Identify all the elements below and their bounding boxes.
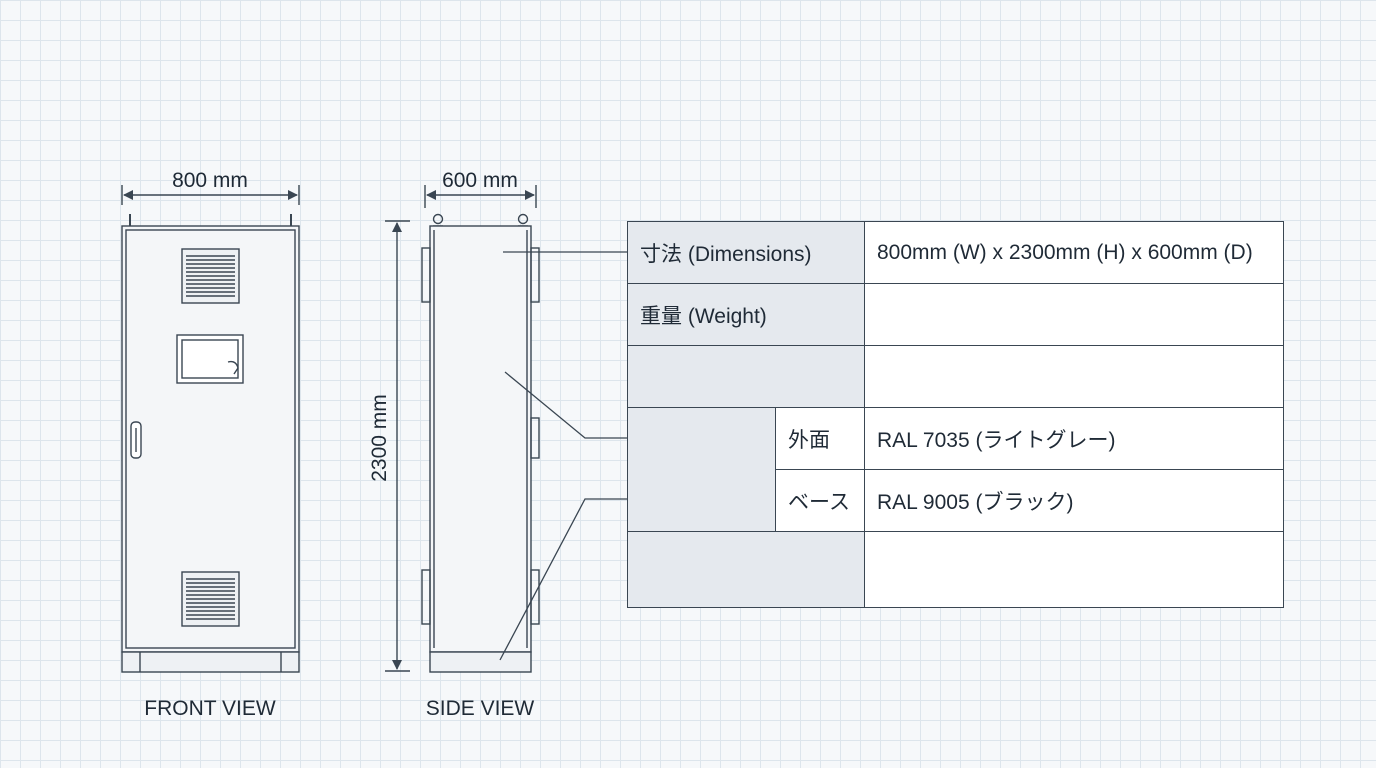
side-cabinet-body <box>429 225 532 653</box>
front-plinth <box>121 651 300 673</box>
front-door-handle <box>130 421 142 459</box>
front-door-outline <box>125 229 296 649</box>
row6-label <box>627 531 865 608</box>
spec-table: 寸法 (Dimensions) 800mm (W) x 2300mm (H) x… <box>627 221 1284 608</box>
exterior-label: 外面 <box>775 407 865 470</box>
side-lifting-eye-left <box>432 213 444 225</box>
table-row-6 <box>627 531 1284 608</box>
dimensions-value: 800mm (W) x 2300mm (H) x 600mm (D) <box>864 221 1284 284</box>
side-height-label: 2300 mm <box>368 394 391 482</box>
front-display-window <box>176 334 244 384</box>
table-row-base: ベース RAL 9005 (ブラック) <box>628 469 1284 532</box>
front-view <box>121 185 300 673</box>
row6-value <box>864 531 1284 608</box>
table-row-weight: 重量 (Weight) <box>627 283 1284 346</box>
color-group-label <box>627 407 776 532</box>
side-depth-label: 600 mm <box>442 169 518 192</box>
table-row-exterior: 外面 RAL 7035 (ライトグレー) <box>627 407 1284 532</box>
front-width-label: 800 mm <box>172 169 248 192</box>
front-view-label: FRONT VIEW <box>144 697 276 720</box>
row3-value <box>864 345 1284 408</box>
table-row-3 <box>627 345 1284 408</box>
side-view-label: SIDE VIEW <box>426 697 535 720</box>
side-lifting-eye-right <box>517 213 529 225</box>
dimensions-label: 寸法 (Dimensions) <box>627 221 865 284</box>
leader-lines <box>499 251 627 661</box>
weight-value <box>864 283 1284 346</box>
front-top-louver <box>181 248 240 304</box>
leader-base-color <box>499 498 627 661</box>
base-label: ベース <box>775 469 865 532</box>
row3-label <box>627 345 865 408</box>
leader-exterior-color <box>504 371 627 439</box>
side-view <box>385 185 540 673</box>
side-plinth <box>429 651 532 673</box>
weight-label: 重量 (Weight) <box>627 283 865 346</box>
exterior-value: RAL 7035 (ライトグレー) <box>864 407 1284 470</box>
base-value: RAL 9005 (ブラック) <box>864 469 1284 532</box>
front-bottom-louver <box>181 571 240 627</box>
table-row-dimensions: 寸法 (Dimensions) 800mm (W) x 2300mm (H) x… <box>627 221 1284 284</box>
